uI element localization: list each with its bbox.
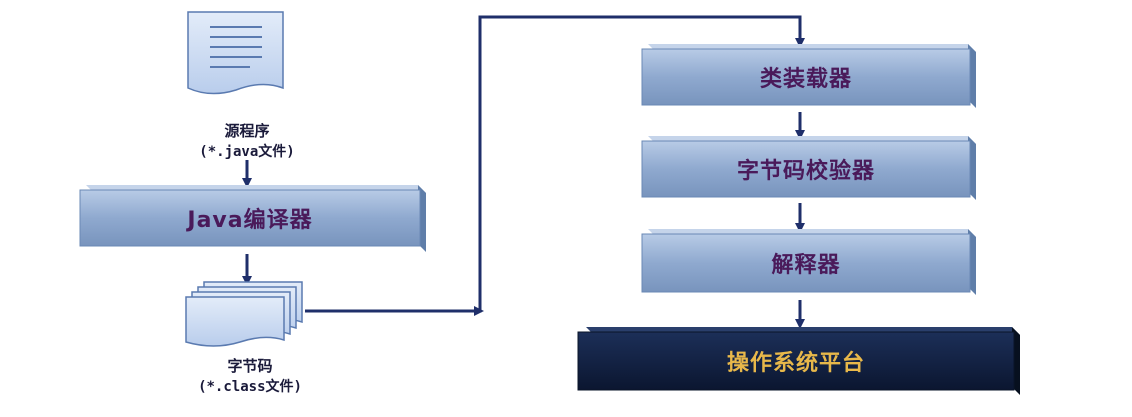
os-platform-label: 操作系统平台 — [726, 351, 865, 376]
bytecode-label: 字节码 (*.class文件) — [130, 355, 370, 396]
bytecode-files-icon — [185, 281, 303, 347]
class-loader-label: 类装载器 — [759, 67, 852, 92]
class-loader-box — [641, 44, 976, 108]
java-compiler-box — [79, 185, 426, 252]
bytecode-verifier-label: 字节码校验器 — [736, 159, 875, 184]
source-label-line2: (*.java文件) — [199, 144, 295, 160]
os-platform-box — [577, 327, 1020, 395]
source-label-line1: 源程序 — [224, 122, 270, 140]
source-label: 源程序 (*.java文件) — [150, 120, 344, 161]
bytecode-label-line1: 字节码 — [227, 357, 273, 375]
java-compiler-label: Java编译器 — [187, 208, 313, 233]
interpreter-box — [641, 229, 976, 295]
bytecode-label-line2: (*.class文件) — [198, 379, 302, 395]
bytecode-verifier-box — [641, 136, 976, 200]
source-file-icon — [187, 11, 284, 95]
interpreter-label: 解释器 — [771, 253, 841, 278]
